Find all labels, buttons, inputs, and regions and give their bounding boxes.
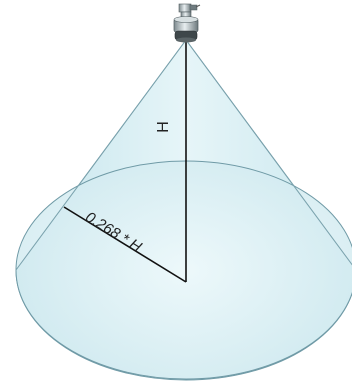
sensor-icon — [173, 3, 201, 43]
cone-right-edge — [185, 39, 352, 266]
height-label: H — [155, 121, 172, 133]
cone-left-edge — [15, 39, 187, 271]
radius-line — [63, 206, 187, 283]
cone-base — [15, 160, 352, 380]
